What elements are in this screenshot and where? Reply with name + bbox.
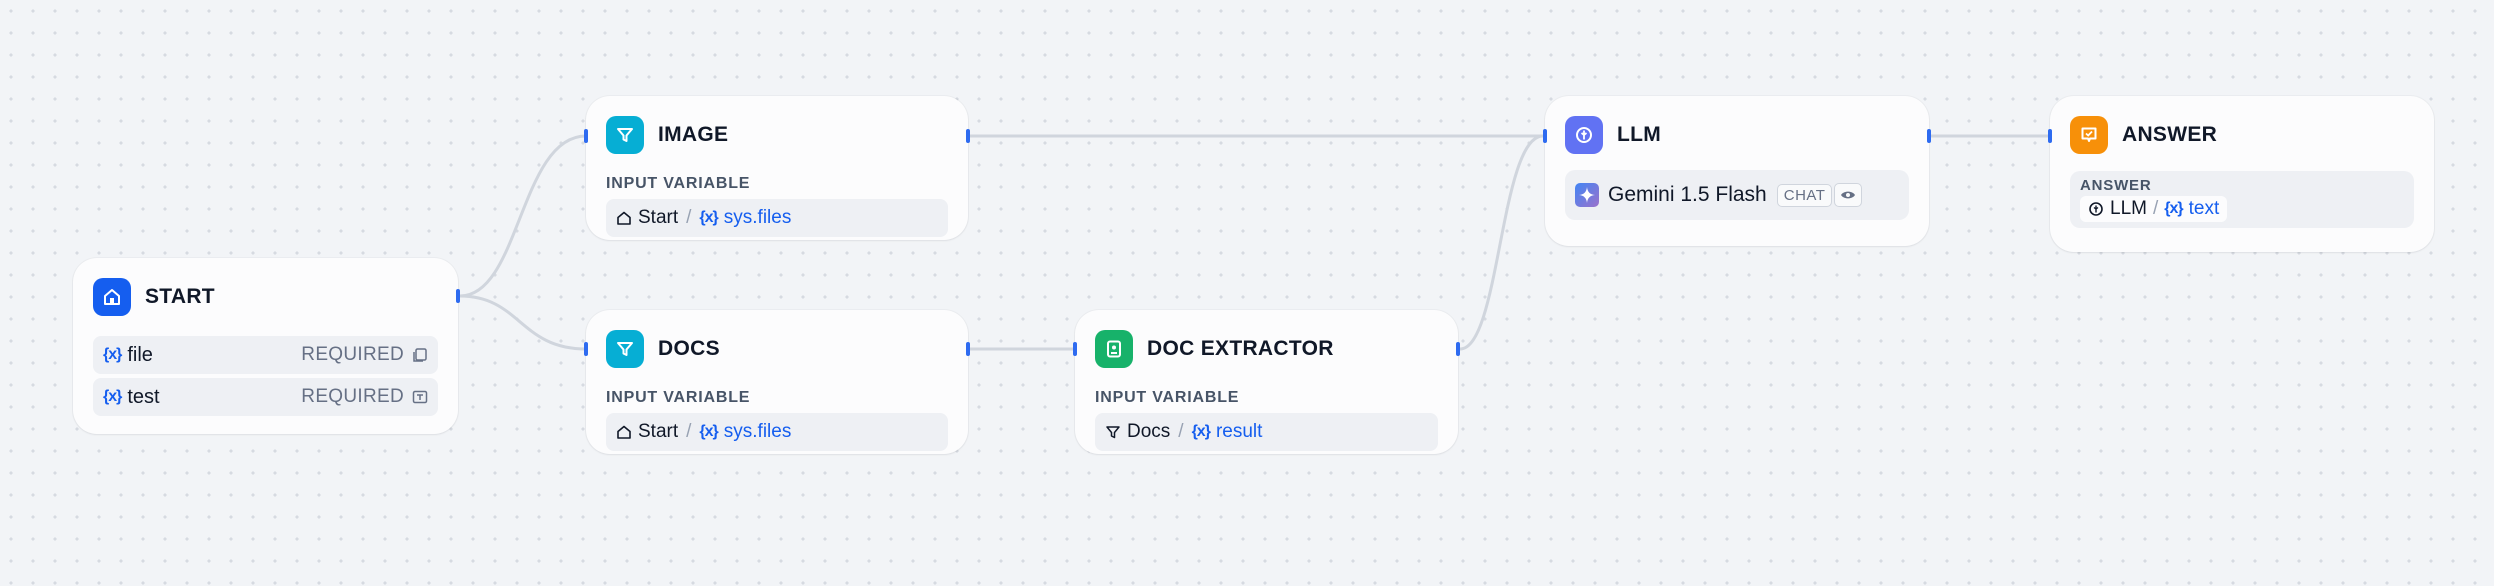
separator: / bbox=[686, 421, 692, 442]
eye-icon[interactable] bbox=[1834, 183, 1863, 207]
document-icon bbox=[1095, 330, 1133, 368]
input-variable-ref[interactable]: Docs / {x} result bbox=[1095, 413, 1438, 451]
docs-input-handle[interactable] bbox=[584, 342, 588, 356]
start-title: START bbox=[145, 285, 215, 308]
gemini-sparkle-icon bbox=[1575, 183, 1599, 207]
doc-extractor-output-handle[interactable] bbox=[1456, 342, 1460, 356]
answer-title: ANSWER bbox=[2122, 123, 2218, 146]
variable-name: file bbox=[127, 343, 153, 366]
answer-node[interactable]: ANSWER ANSWER LLM / {x} text bbox=[2050, 96, 2434, 252]
start-variable-test[interactable]: {x} test REQUIRED bbox=[93, 378, 438, 416]
variable-icon: {x} bbox=[699, 209, 718, 226]
required-label: REQUIRED bbox=[301, 344, 404, 365]
start-variable-file[interactable]: {x} file REQUIRED bbox=[93, 336, 438, 374]
variable-icon: {x} bbox=[699, 423, 718, 440]
separator: / bbox=[2152, 198, 2159, 219]
separator: / bbox=[1178, 421, 1184, 442]
start-output-handle[interactable] bbox=[456, 289, 460, 303]
start-node[interactable]: START {x} file REQUIRED {x} test REQUIRE… bbox=[73, 258, 458, 434]
input-variable-label: INPUT VARIABLE bbox=[606, 389, 751, 406]
model-selector[interactable]: Gemini 1.5 Flash CHAT bbox=[1565, 170, 1909, 220]
source-node-name: Start bbox=[638, 207, 679, 228]
file-list-icon bbox=[412, 347, 428, 363]
home-icon bbox=[93, 278, 131, 316]
edge-start-image bbox=[459, 134, 587, 298]
variable-icon: {x} bbox=[1191, 423, 1211, 440]
variable-icon: {x} bbox=[2164, 200, 2183, 217]
variable-name: text bbox=[2188, 198, 2220, 219]
input-variable-label: INPUT VARIABLE bbox=[606, 175, 751, 192]
image-title: IMAGE bbox=[658, 123, 729, 146]
model-name: Gemini 1.5 Flash bbox=[1608, 183, 1767, 206]
doc-extractor-title: DOC EXTRACTOR bbox=[1147, 337, 1334, 360]
variable-name: test bbox=[127, 385, 160, 408]
variable-name: sys.files bbox=[723, 421, 792, 442]
answer-content[interactable]: ANSWER LLM / {x} text bbox=[2070, 171, 2414, 228]
llm-brain-icon bbox=[2088, 201, 2104, 217]
source-node-name: Start bbox=[638, 421, 679, 442]
doc-extractor-input-handle[interactable] bbox=[1073, 342, 1077, 356]
home-icon bbox=[616, 424, 632, 440]
docs-title: DOCS bbox=[658, 337, 720, 360]
input-variable-label: INPUT VARIABLE bbox=[1095, 389, 1240, 406]
edge-start-docs bbox=[459, 294, 587, 351]
filter-icon bbox=[606, 330, 644, 368]
llm-output-handle[interactable] bbox=[1927, 129, 1931, 143]
docs-node[interactable]: DOCS INPUT VARIABLE Start / {x} sys.file… bbox=[586, 310, 968, 454]
image-input-handle[interactable] bbox=[584, 129, 588, 143]
chat-mode-badge: CHAT bbox=[1776, 183, 1833, 207]
filter-icon bbox=[1105, 424, 1121, 440]
text-field-icon bbox=[412, 389, 428, 405]
doc-extractor-node[interactable]: DOC EXTRACTOR INPUT VARIABLE Docs / {x} … bbox=[1075, 310, 1458, 454]
answer-label: ANSWER bbox=[2080, 177, 2152, 194]
llm-node[interactable]: LLM Gemini 1.5 Flash CHAT bbox=[1545, 96, 1929, 246]
variable-icon: {x} bbox=[103, 388, 122, 405]
llm-title: LLM bbox=[1617, 123, 1662, 146]
variable-name: sys.files bbox=[723, 207, 792, 228]
variable-icon: {x} bbox=[103, 346, 122, 363]
image-output-handle[interactable] bbox=[966, 129, 970, 143]
required-label: REQUIRED bbox=[301, 386, 404, 407]
source-node-name: LLM bbox=[2110, 198, 2147, 219]
docs-output-handle[interactable] bbox=[966, 342, 970, 356]
image-node[interactable]: IMAGE INPUT VARIABLE Start / {x} sys.fil… bbox=[586, 96, 968, 240]
llm-brain-icon bbox=[1565, 116, 1603, 154]
home-icon bbox=[616, 210, 632, 226]
edge-extractor-llm bbox=[1459, 134, 1544, 351]
answer-icon bbox=[2070, 116, 2108, 154]
input-variable-ref[interactable]: Start / {x} sys.files bbox=[606, 199, 948, 237]
input-variable-ref[interactable]: Start / {x} sys.files bbox=[606, 413, 948, 451]
source-node-name: Docs bbox=[1127, 421, 1171, 442]
answer-variable-ref[interactable]: LLM / {x} text bbox=[2080, 196, 2228, 222]
separator: / bbox=[686, 207, 692, 228]
variable-name: result bbox=[1215, 421, 1263, 442]
answer-input-handle[interactable] bbox=[2048, 129, 2052, 143]
filter-icon bbox=[606, 116, 644, 154]
llm-input-handle[interactable] bbox=[1543, 129, 1547, 143]
